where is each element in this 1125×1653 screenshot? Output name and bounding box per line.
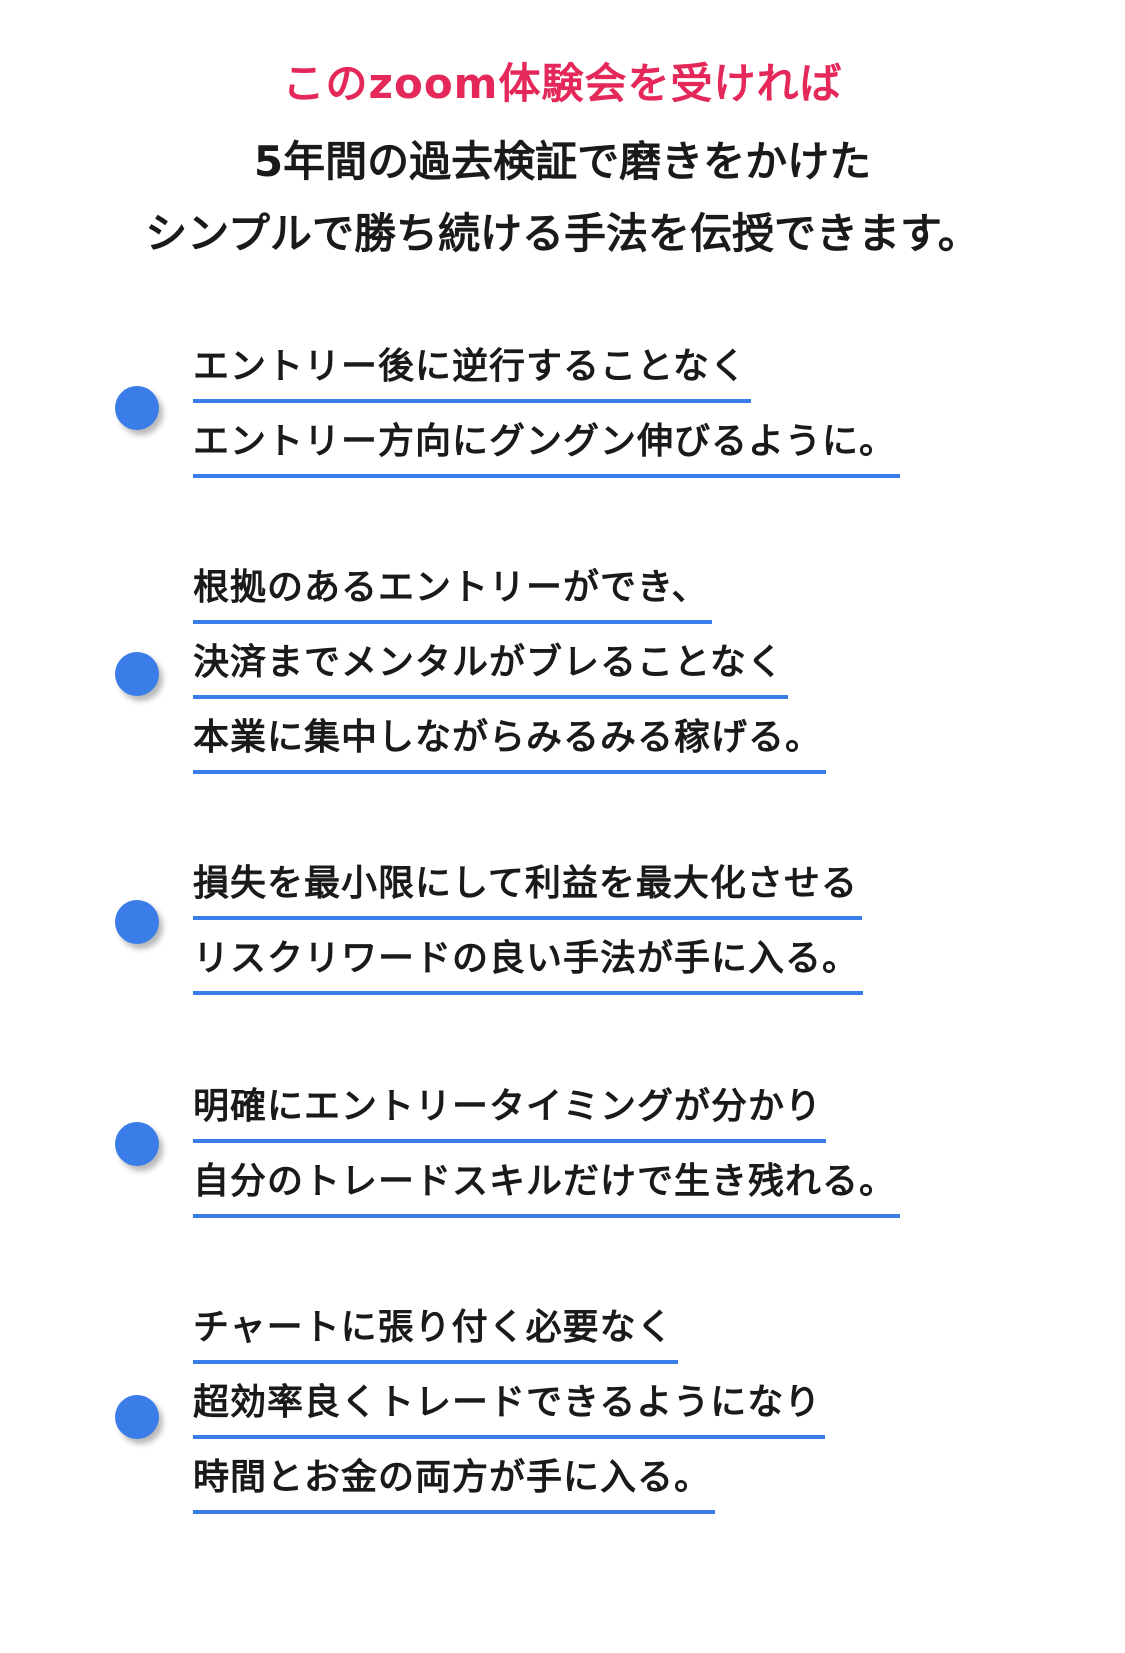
benefit-line: エントリー後に逆行することなく [193, 345, 751, 403]
benefit-line: 決済までメンタルがブレることなく [193, 641, 788, 699]
benefit-line: 自分のトレードスキルだけで生き残れる。 [193, 1160, 901, 1218]
headline-line-2: シンプルで勝ち続ける手法を伝授できます。 [145, 209, 980, 258]
benefit-line: 本業に集中しながらみるみる稼げる。 [193, 716, 827, 774]
benefit-line: 根拠のあるエントリーができ、 [193, 566, 713, 624]
benefit-line: リスクリワードの良い手法が手に入る。 [193, 937, 864, 995]
benefit-line: 明確にエントリータイミングが分かり [193, 1085, 827, 1143]
headline-accent: このzoom体験会を受ければ [282, 59, 843, 108]
benefit-line: 損失を最小限にして利益を最大化させる [193, 862, 862, 920]
bullet-dot-icon [115, 386, 159, 430]
benefit-line: チャートに張り付く必要なく [193, 1306, 678, 1364]
bullet-dot-icon [115, 652, 159, 696]
benefit-line: 時間とお金の両方が手に入る。 [193, 1456, 716, 1514]
headline-line-1: 5年間の過去検証で磨きをかけた [253, 137, 872, 186]
bullet-dot-icon [115, 900, 159, 944]
benefit-line: 超効率良くトレードできるようになり [193, 1381, 826, 1439]
bullet-dot-icon [115, 1395, 159, 1439]
bullet-dot-icon [115, 1122, 159, 1166]
benefit-line: エントリー方向にグングン伸びるように。 [193, 420, 901, 478]
